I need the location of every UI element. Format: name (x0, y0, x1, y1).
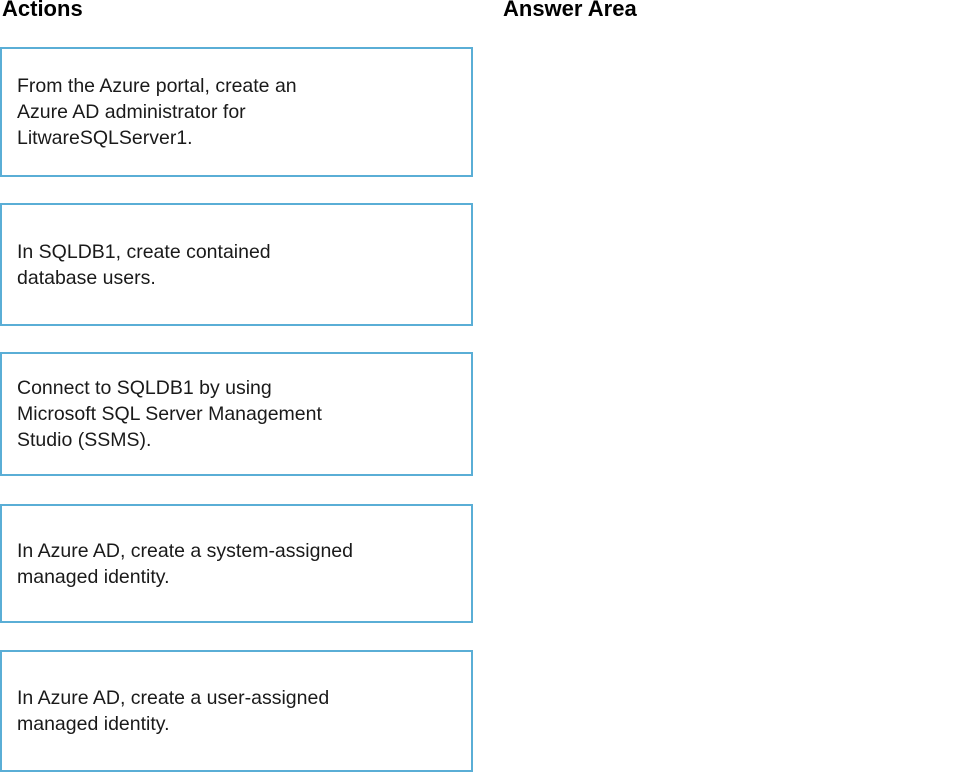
action-card-label: In Azure AD, create a system-assigned ma… (17, 539, 353, 588)
actions-column: From the Azure portal, create an Azure A… (0, 47, 473, 772)
action-card-label: Connect to SQLDB1 by using Microsoft SQL… (17, 377, 322, 451)
answer-area-column-header: Answer Area (503, 0, 637, 21)
action-card-label: From the Azure portal, create an Azure A… (17, 75, 297, 149)
action-card[interactable]: Connect to SQLDB1 by using Microsoft SQL… (0, 352, 473, 476)
action-card-label: In SQLDB1, create contained database use… (17, 240, 271, 289)
action-card-label: In Azure AD, create a user-assigned mana… (17, 687, 330, 735)
action-card[interactable]: From the Azure portal, create an Azure A… (0, 47, 473, 177)
answer-area-drop-zone[interactable] (503, 47, 973, 772)
actions-column-header: Actions (2, 0, 83, 21)
action-card[interactable]: In Azure AD, create a user-assigned mana… (0, 650, 473, 772)
action-card[interactable]: In Azure AD, create a system-assigned ma… (0, 504, 473, 623)
action-card[interactable]: In SQLDB1, create contained database use… (0, 203, 473, 326)
